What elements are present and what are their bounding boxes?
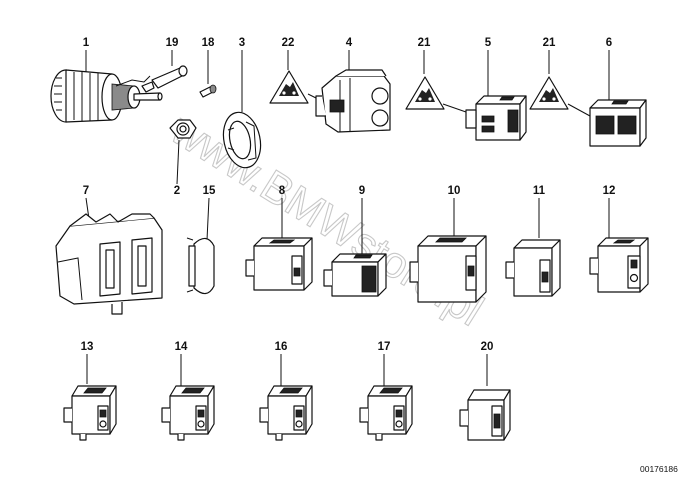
part-5-switch <box>465 95 527 141</box>
part-16-switch <box>259 385 313 441</box>
callout-16: 16 <box>275 341 288 353</box>
callout-1: 1 <box>83 37 90 49</box>
callout-4: 4 <box>346 37 353 49</box>
part-13-switch <box>63 385 117 441</box>
callout-10: 10 <box>448 185 461 197</box>
callout-15: 15 <box>203 185 216 197</box>
callout-9: 9 <box>359 185 365 197</box>
callout-20: 20 <box>481 341 494 353</box>
part-4-double-switch <box>315 69 391 133</box>
part-9-switch <box>323 253 387 297</box>
part-15-cover-plug <box>186 237 215 295</box>
part-18-bulb <box>199 84 217 98</box>
callout-14: 14 <box>175 341 188 353</box>
part-10-switch <box>409 235 487 303</box>
part-7-switch-trim-frame <box>55 213 163 315</box>
callout-21: 21 <box>418 37 431 49</box>
part-2-nut <box>169 119 197 139</box>
callout-17: 17 <box>378 341 391 353</box>
part-3-knob-ring <box>222 111 262 169</box>
part-8-switch <box>245 237 313 291</box>
callout-18: 18 <box>202 37 215 49</box>
callout-5: 5 <box>485 37 492 49</box>
callout-3: 3 <box>239 37 245 49</box>
part-1-adjusting-unit <box>50 69 163 123</box>
part-20-switch <box>459 389 511 441</box>
callout-labels: 1 19 18 3 22 4 21 5 21 6 2 15 7 8 9 10 1… <box>81 37 616 353</box>
callout-2: 2 <box>174 185 180 197</box>
callout-7: 7 <box>83 185 89 197</box>
document-id: 00176186 <box>640 464 678 474</box>
part-21-warning-triangle-a <box>405 76 445 110</box>
callout-12: 12 <box>603 185 616 197</box>
callout-6: 6 <box>606 37 612 49</box>
callout-8: 8 <box>279 185 286 197</box>
part-12-switch <box>589 237 649 293</box>
part-17-switch <box>359 385 413 441</box>
part-6-switch <box>589 99 647 147</box>
part-22-warning-triangle <box>269 70 309 104</box>
part-11-switch <box>505 239 561 297</box>
part-19-bulb-holder <box>141 65 188 93</box>
callout-22: 22 <box>282 37 295 49</box>
callout-19: 19 <box>166 37 179 49</box>
callout-11: 11 <box>533 185 546 197</box>
callout-13: 13 <box>81 341 94 353</box>
callout-21b: 21 <box>543 37 556 49</box>
part-14-switch <box>161 385 215 441</box>
part-21-warning-triangle-b <box>529 76 569 110</box>
